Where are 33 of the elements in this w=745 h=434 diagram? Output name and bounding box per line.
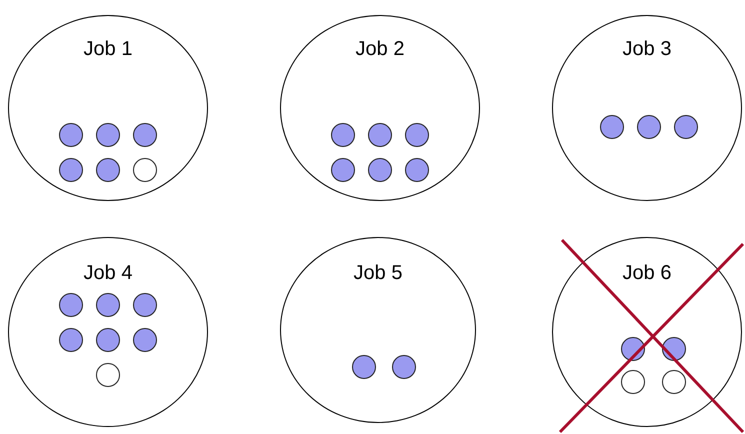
job-label: Job 2: [356, 38, 404, 61]
filled-circle: [674, 115, 698, 139]
job-label: Job 5: [354, 262, 402, 285]
empty-circle: [133, 158, 157, 182]
filled-circle: [96, 328, 120, 352]
filled-circle: [637, 115, 661, 139]
filled-circle: [331, 158, 355, 182]
filled-circle: [59, 293, 83, 317]
filled-circle: [331, 123, 355, 147]
filled-circle: [662, 337, 686, 361]
filled-circle: [96, 123, 120, 147]
filled-circle: [96, 158, 120, 182]
filled-circle: [96, 293, 120, 317]
job-label: Job 1: [84, 38, 132, 61]
job-label: Job 4: [84, 262, 132, 285]
empty-circle: [662, 370, 686, 394]
filled-circle: [133, 328, 157, 352]
filled-circle: [600, 115, 624, 139]
filled-circle: [405, 158, 429, 182]
filled-circle: [59, 158, 83, 182]
filled-circle: [59, 123, 83, 147]
filled-circle: [368, 123, 392, 147]
job-label: Job 6: [622, 262, 672, 285]
filled-circle: [133, 123, 157, 147]
empty-circle: [96, 363, 120, 387]
filled-circle: [368, 158, 392, 182]
filled-circle: [405, 123, 429, 147]
filled-circle: [59, 328, 83, 352]
filled-circle: [133, 293, 157, 317]
job-label: Job 3: [622, 38, 672, 61]
empty-circle: [621, 370, 645, 394]
filled-circle: [392, 355, 416, 379]
filled-circle: [352, 355, 376, 379]
